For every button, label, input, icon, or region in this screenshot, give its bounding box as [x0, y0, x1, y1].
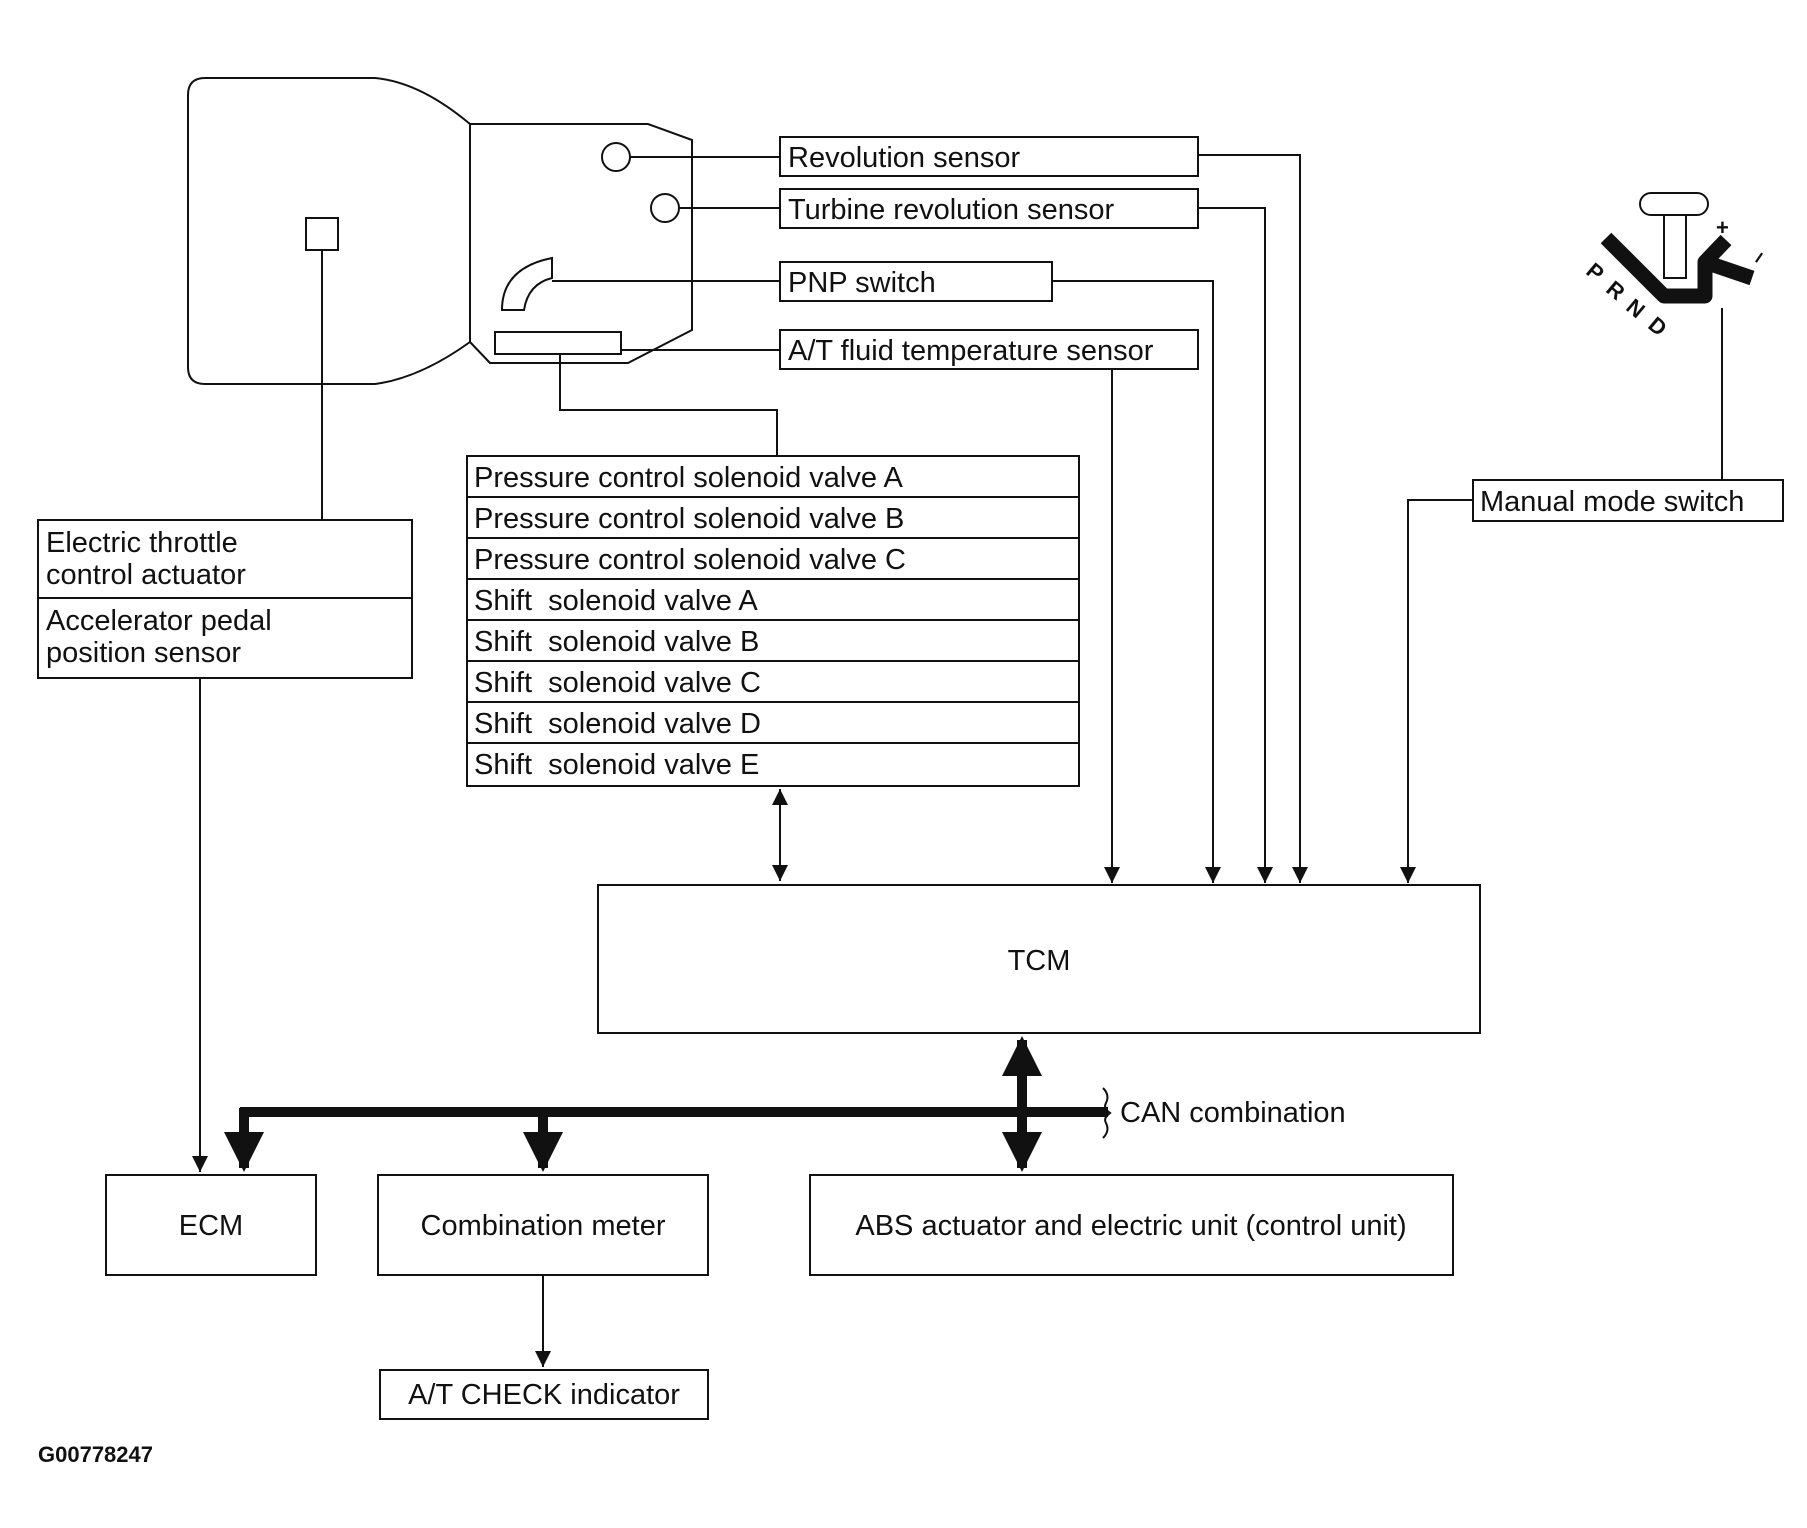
line-manual-mode-to-tcm: [1400, 499, 1473, 883]
pedal-sensor-label-2: position sensor: [46, 637, 241, 669]
valve-row: Pressure control solenoid valve C: [474, 544, 906, 576]
at-check-label: A/T CHECK indicator: [408, 1379, 680, 1411]
shifter-gate-n: N: [1622, 294, 1650, 323]
fluid-temp-sensor-symbol: [494, 331, 622, 355]
transmission-housing: [187, 77, 471, 385]
turbine-sensor-symbol: [650, 193, 680, 223]
valve-row: Shift solenoid valve C: [474, 667, 761, 699]
shifter-plus: +: [1716, 215, 1729, 240]
abs-unit-box: [809, 1174, 1454, 1276]
revolution-sensor-label: Revolution sensor: [788, 142, 1020, 174]
line-revolution-to-tcm: [1198, 154, 1308, 883]
valve-row: Pressure control solenoid valve B: [474, 503, 904, 535]
engine-throttle-square: [305, 217, 339, 251]
pnp-switch-symbol: [500, 256, 553, 311]
manual-mode-switch-label: Manual mode switch: [1480, 486, 1744, 518]
shifter-gate-r: R: [1602, 276, 1630, 305]
shifter-minus: –: [1744, 244, 1772, 268]
fluid-temp-sensor-label: A/T fluid temperature sensor: [788, 335, 1154, 367]
revolution-sensor-box: [779, 136, 1199, 177]
valve-row: Shift solenoid valve E: [474, 749, 759, 781]
valve-row: Pressure control solenoid valve A: [474, 462, 903, 494]
pnp-switch-label: PNP switch: [788, 267, 936, 299]
valve-row: Shift solenoid valve A: [474, 585, 758, 617]
tcm-label: TCM: [1008, 945, 1071, 977]
valve-row: Shift solenoid valve B: [474, 626, 759, 658]
ecm-box: [105, 1174, 317, 1276]
turbine-sensor-label: Turbine revolution sensor: [788, 194, 1114, 226]
line-turbine-to-tcm: [1198, 207, 1273, 883]
figure-id: G00778247: [38, 1442, 153, 1467]
fluid-temp-sensor-box: [779, 329, 1199, 370]
valve-row: Shift solenoid valve D: [474, 708, 761, 740]
ecm-label: ECM: [179, 1210, 243, 1242]
revolution-sensor-symbol: [601, 142, 631, 172]
manual-mode-switch-box: [1472, 479, 1784, 522]
shifter-gate-d: D: [1644, 312, 1672, 341]
shift-lever-icon: [1600, 192, 1755, 304]
combination-meter-label: Combination meter: [421, 1210, 666, 1242]
throttle-actuator-label-1: Electric throttle: [46, 527, 238, 559]
at-check-box: [379, 1369, 709, 1420]
can-combination-label: CAN combination: [1120, 1097, 1346, 1129]
tcm-box: [597, 884, 1481, 1034]
abs-unit-label: ABS actuator and electric unit (control …: [855, 1210, 1406, 1242]
shifter-gate-p: P: [1582, 258, 1609, 287]
throttle-actuator-label-2: control actuator: [46, 559, 246, 591]
line-pnp-to-tcm: [1052, 280, 1221, 883]
pedal-sensor-label-1: Accelerator pedal: [46, 605, 272, 637]
transmission-valve-body: [469, 123, 693, 364]
can-brace: [1102, 1087, 1112, 1139]
lead-solenoid-harness: [559, 354, 778, 456]
